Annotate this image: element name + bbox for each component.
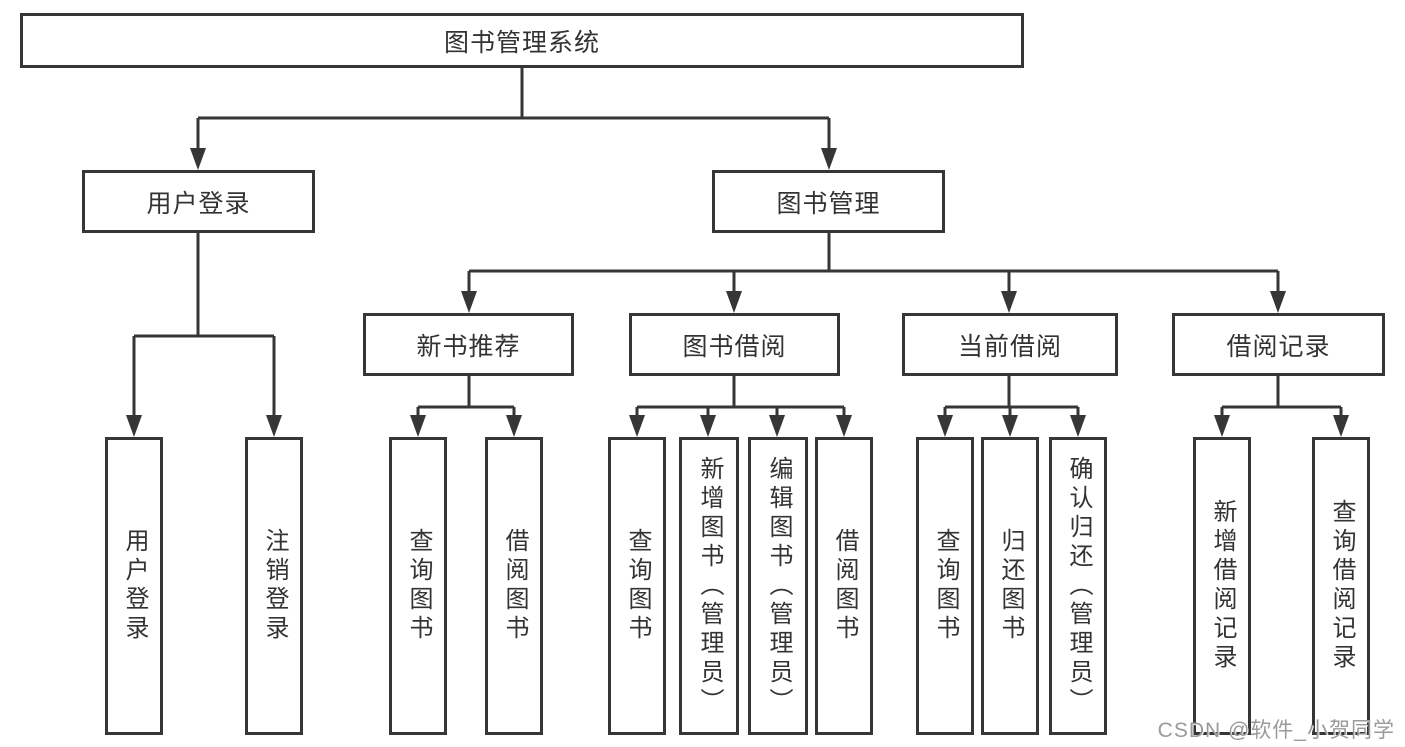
node-user-login: 用户登录 <box>82 170 315 233</box>
connector-book-borrow <box>635 376 846 417</box>
leaf-borrow-books-recommend: 借阅图书 <box>485 437 543 735</box>
leaf-query-borrow-record: 查询借阅记录 <box>1312 437 1370 735</box>
connector-user-login <box>132 233 276 417</box>
arrowheads <box>126 148 1349 437</box>
leaf-user-login: 用户登录 <box>105 437 163 735</box>
leaf-query-books-recommend: 查询图书 <box>389 437 447 735</box>
connector-new-book <box>416 376 516 417</box>
leaf-logout: 注销登录 <box>245 437 303 735</box>
node-new-book-recommendation: 新书推荐 <box>363 313 574 376</box>
leaf-add-books-admin: 新增图书（管理员） <box>679 437 739 735</box>
node-current-borrowing: 当前借阅 <box>902 313 1118 376</box>
leaf-borrow-books: 借阅图书 <box>815 437 873 735</box>
node-borrowing-records: 借阅记录 <box>1172 313 1385 376</box>
leaf-confirm-return-admin: 确认归还（管理员） <box>1049 437 1107 735</box>
node-root: 图书管理系统 <box>20 13 1024 68</box>
leaf-return-books: 归还图书 <box>981 437 1039 735</box>
leaf-query-books-current: 查询图书 <box>916 437 974 735</box>
connector-root <box>196 68 831 150</box>
connector-book-management <box>467 233 1280 293</box>
connector-current-borrow <box>943 376 1080 417</box>
leaf-edit-books-admin: 编辑图书（管理员） <box>748 437 808 735</box>
csdn-watermark: CSDN @软件_小贺同学 <box>1157 719 1395 742</box>
node-book-borrowing: 图书借阅 <box>629 313 840 376</box>
node-book-management: 图书管理 <box>712 170 945 233</box>
leaf-query-books-borrow: 查询图书 <box>608 437 666 735</box>
connector-borrow-record <box>1220 376 1343 417</box>
leaf-add-borrow-record: 新增借阅记录 <box>1193 437 1251 735</box>
